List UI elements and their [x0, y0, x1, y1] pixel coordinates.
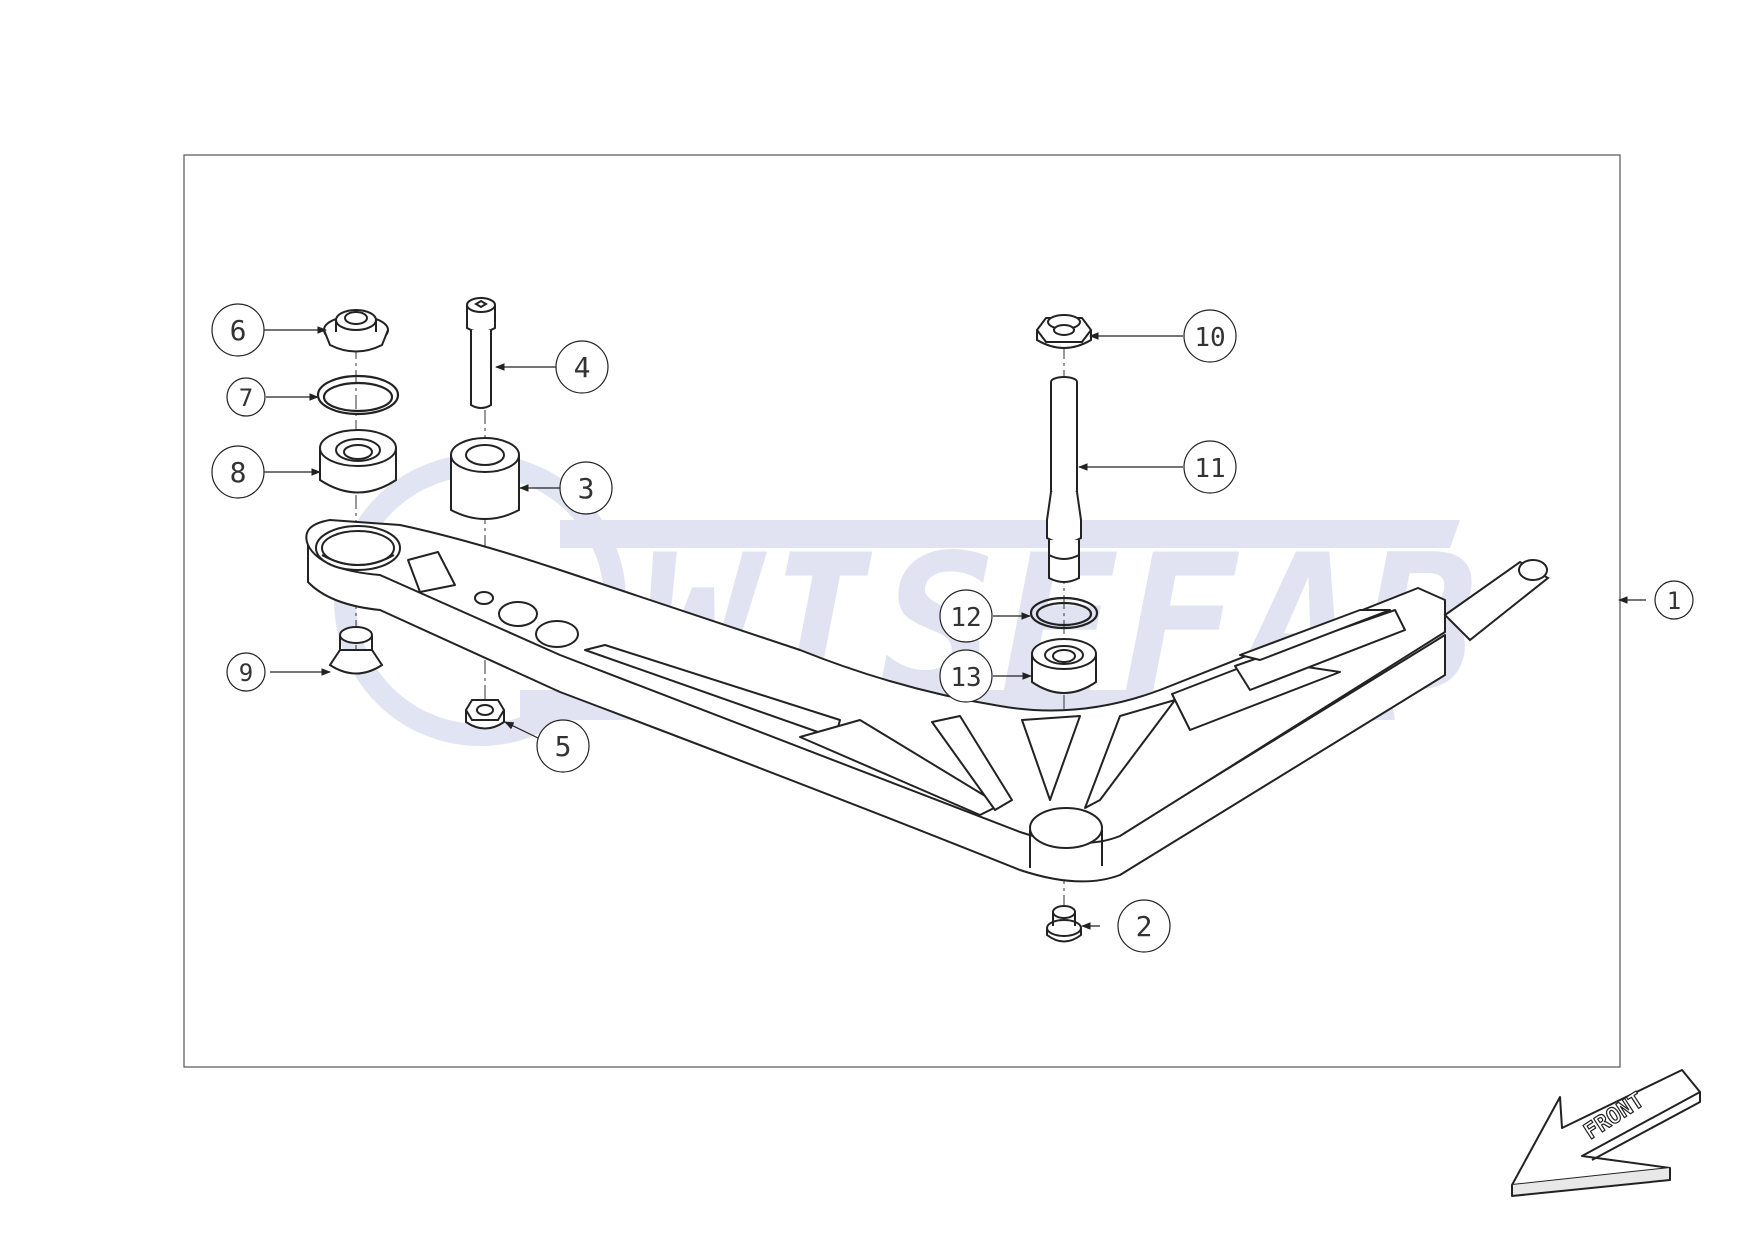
callout-5-label: 5: [555, 730, 572, 763]
callout-6: 6: [211, 303, 265, 357]
part-8-bearing: [319, 429, 397, 494]
part-7-circlip: [316, 374, 400, 416]
part-11-stud: [1046, 376, 1082, 583]
drawing-frame: [183, 154, 1621, 1068]
callout-8: 8: [211, 445, 265, 499]
part-5-nut: [464, 699, 506, 730]
callout-5: 5: [536, 719, 590, 773]
callout-1: 1: [1654, 580, 1694, 620]
part-12-circlip: [1029, 596, 1099, 630]
callout-7-label: 7: [239, 384, 253, 412]
control-arm-part-1: [305, 519, 1446, 883]
callout-12-label: 12: [950, 603, 981, 633]
part-2-bush: [1046, 905, 1082, 943]
callout-13-label: 13: [950, 663, 981, 693]
callout-3-label: 3: [578, 472, 595, 505]
callout-6-label: 6: [230, 314, 247, 347]
part-13-bearing: [1031, 638, 1097, 694]
part-9-bush: [328, 626, 384, 675]
callout-11: 11: [1183, 440, 1237, 494]
callout-10-label: 10: [1194, 323, 1225, 353]
callout-10: 10: [1183, 309, 1237, 363]
part-4-bolt: [466, 297, 496, 409]
callout-8-label: 8: [230, 456, 247, 489]
part-6-flanged-bush: [323, 309, 389, 353]
callouts: 1 2 3 4 5 6 7 8: [211, 303, 1694, 953]
callout-11-label: 11: [1194, 454, 1225, 484]
callout-13: 13: [939, 649, 993, 703]
callout-12: 12: [939, 589, 993, 643]
part-10-nut: [1035, 314, 1093, 349]
front-direction-arrow: FRONT: [1511, 1069, 1701, 1197]
callout-3: 3: [559, 461, 613, 515]
callout-7: 7: [226, 377, 266, 417]
leader-lines: [262, 326, 1646, 930]
callout-9: 9: [226, 652, 266, 692]
callout-2: 2: [1117, 899, 1171, 953]
callout-4-label: 4: [574, 351, 591, 384]
callout-1-label: 1: [1667, 587, 1681, 615]
part-3-spacer: [450, 437, 520, 520]
callout-9-label: 9: [239, 659, 253, 687]
callout-2-label: 2: [1136, 910, 1153, 943]
callout-4: 4: [555, 340, 609, 394]
arm-shaft: [1443, 559, 1550, 642]
